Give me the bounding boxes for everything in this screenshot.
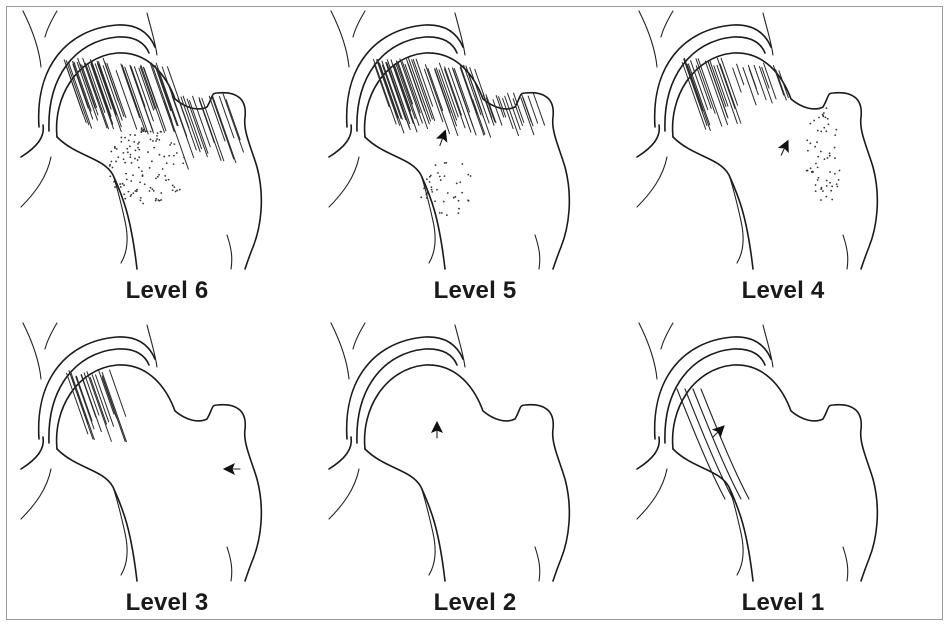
dot-stipple [806,107,841,201]
panel-level-5: Level 5 [325,7,625,307]
figure-frame: Level 6 Level 5 Level 4 Level 3 Level 2 … [6,6,943,620]
trabecular-hatching [64,58,126,131]
panel-level-6: Level 6 [17,7,317,307]
trabecular-hatching [165,94,244,169]
arrow-icon [709,423,727,441]
tension-lines [677,389,749,499]
panel-level-2: Level 2 [325,319,625,619]
femur-outline [21,323,261,581]
trabecular-hatching [733,63,789,105]
femur-outline [329,11,569,269]
panel-level-4: Level 4 [633,7,933,307]
panel-level-3: Level 3 [17,319,317,619]
arrow-icon [224,464,240,474]
trabecular-hatching [373,58,434,133]
panel-label: Level 6 [17,277,317,305]
dot-stipple [420,162,471,216]
femur-drawing-level-1 [633,319,933,581]
femur-outline [21,11,261,269]
arrow-icon [432,422,442,438]
femur-drawing-level-2 [325,319,625,581]
panel-label: Level 2 [325,589,625,617]
panel-level-1: Level 1 [633,319,933,619]
femur-drawing-level-4 [633,7,933,269]
trabecular-hatching [67,370,127,442]
panel-label: Level 3 [17,589,317,617]
panel-label: Level 4 [633,277,933,305]
femur-drawing-level-5 [325,7,625,269]
arrow-icon [435,129,450,147]
femur-outline [637,11,877,269]
trabecular-hatching [682,58,740,130]
panel-label: Level 1 [633,589,933,617]
femur-outline [637,323,877,581]
panel-label: Level 5 [325,277,625,305]
femur-drawing-level-6 [17,7,317,269]
femur-drawing-level-3 [17,319,317,581]
arrow-icon [777,139,793,158]
femur-outline [329,323,569,581]
